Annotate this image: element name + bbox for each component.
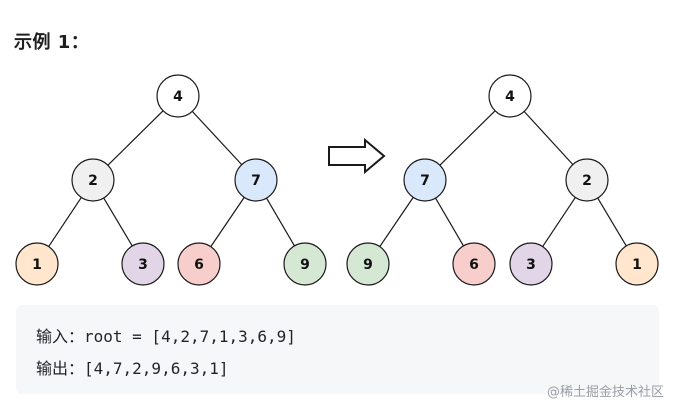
tree-edge	[439, 110, 496, 166]
arrow-icon	[328, 137, 386, 175]
tree-node: 9	[346, 242, 390, 286]
tree-edge	[379, 197, 414, 247]
example-heading: 示例 1：	[14, 32, 90, 53]
node-label: 1	[632, 257, 642, 273]
tree-edge	[542, 197, 576, 247]
tree-node: 9	[283, 242, 327, 286]
input-line: 输入：root = [4,2,7,1,3,6,9]	[36, 327, 296, 346]
tree-node: 2	[71, 158, 115, 202]
tree-diagram: 4 2 7 1 3 6 9 4 7 2 9 6 3 1	[15, 74, 659, 286]
node-circle	[403, 158, 447, 202]
node-circle	[283, 242, 327, 286]
node-label: 4	[173, 89, 183, 105]
node-label: 9	[300, 257, 310, 273]
tree-node: 3	[509, 242, 553, 286]
node-label: 3	[138, 257, 148, 273]
node-circle	[615, 242, 659, 286]
tree-node: 3	[121, 242, 165, 286]
node-label: 1	[32, 257, 42, 273]
node-circle	[156, 74, 200, 118]
nodes-layer: 4 2 7 1 3 6 9 4 7 2 9 6 3 1	[15, 74, 659, 286]
tree-edge	[191, 110, 243, 166]
node-circle	[452, 242, 496, 286]
tree-edge	[266, 197, 295, 247]
tree-edge	[210, 197, 245, 247]
code-block: 输入：root = [4,2,7,1,3,6,9] 输出：[4,7,2,9,6,…	[16, 305, 659, 394]
tree-node: 6	[177, 242, 221, 286]
node-circle	[565, 158, 609, 202]
tree-edge	[103, 197, 133, 247]
node-label: 3	[526, 257, 536, 273]
edges-layer	[48, 110, 627, 247]
tree-node: 1	[15, 242, 59, 286]
node-circle	[346, 242, 390, 286]
node-circle	[71, 158, 115, 202]
tree-edge	[435, 197, 464, 247]
node-circle	[509, 242, 553, 286]
tree-node: 4	[488, 74, 532, 118]
node-label: 7	[420, 173, 430, 189]
node-label: 9	[363, 257, 373, 273]
output-line: 输出：[4,7,2,9,6,3,1]	[36, 359, 229, 378]
tree-node: 6	[452, 242, 496, 286]
node-label: 2	[582, 173, 592, 189]
node-label: 6	[194, 257, 204, 273]
node-label: 2	[88, 173, 98, 189]
tree-node: 4	[156, 74, 200, 118]
node-circle	[121, 242, 165, 286]
tree-edge	[523, 111, 574, 165]
node-label: 4	[505, 89, 515, 105]
node-label: 7	[251, 173, 261, 189]
tree-edge	[107, 110, 164, 166]
node-label: 6	[469, 257, 479, 273]
tree-edge	[48, 197, 82, 247]
tree-edge	[597, 197, 627, 247]
watermark: @稀土掘金技术社区	[546, 385, 664, 400]
tree-node: 1	[615, 242, 659, 286]
tree-node: 7	[234, 158, 278, 202]
node-circle	[15, 242, 59, 286]
node-circle	[488, 74, 532, 118]
node-circle	[234, 158, 278, 202]
tree-node: 2	[565, 158, 609, 202]
tree-node: 7	[403, 158, 447, 202]
node-circle	[177, 242, 221, 286]
